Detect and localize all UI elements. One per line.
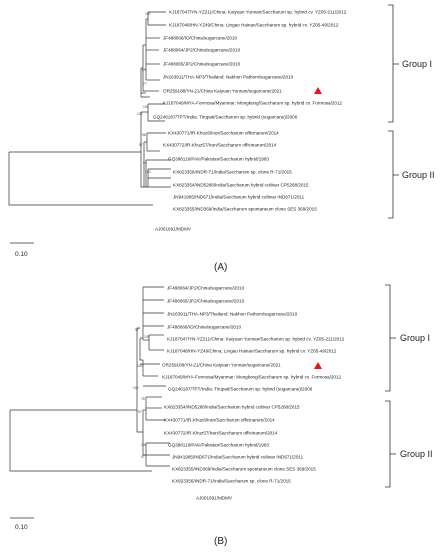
taxon-label: JN941985/IND671/India/Saccharum hybrid c… (173, 195, 305, 200)
taxon-label: KJ187047/YN-YZ211/China: Kaiyuan Yunnan/… (169, 10, 347, 15)
bootstrap-value: 100 (141, 443, 147, 447)
scale-label-b: 0.10 (15, 524, 28, 531)
panel-a: 100 100 98 97 94 100 100 89 77 KJ187047/… (8, 4, 435, 273)
group-ii-label-a: Group II (402, 170, 435, 180)
taxon-label: KX823356/INDR-71/India/Saccharum sp. clo… (173, 170, 292, 175)
bootstrap-value: 97 (141, 455, 145, 459)
bootstrap-value: 97 (138, 410, 142, 414)
tree-branches-a (8, 11, 171, 206)
panel-label-a: (A) (214, 262, 227, 273)
taxon-label: OR259188/YN-21/China Kaiyuan Yunnan/suga… (163, 89, 282, 94)
group-i-label-a: Group I (402, 59, 432, 69)
group-brackets-b (385, 284, 396, 488)
taxon-label: KX823355/IND369/India/Saccharum spontane… (172, 467, 316, 472)
bootstrap-value: 100 (145, 12, 151, 16)
bootstrap-value: 100 (133, 386, 139, 390)
bootstrap-value: 76 (141, 397, 145, 401)
bootstrap-value: 100 (144, 335, 150, 339)
taxon-label: JF488066/IO/China/sugarcane/2010 (167, 325, 242, 330)
taxon-label: KJ187048/HN-YZ49/China: Lingao Hainan/Sa… (169, 23, 339, 28)
bootstrap-value: 77 (143, 82, 147, 86)
bootstrap-value: 100 (137, 112, 143, 116)
taxon-label: GQ388116/PAK/Pakistan/Saccharum hybrid/1… (168, 443, 269, 448)
taxon-label: KX430772/IR-Khuz57/Iran/Saccharum offici… (164, 431, 278, 436)
bootstrap-value: 100 (143, 105, 149, 109)
bootstrap-value: 89 (142, 68, 146, 72)
taxon-label: KX430771/IR-Khuz6/Iran/Saccharum officin… (168, 131, 279, 136)
bootstrap-value: 98 (142, 133, 146, 137)
taxon-label: KJ187047/YN-YZ211/China: Kaiyuan Yunnan/… (167, 337, 345, 342)
query-sequence-marker (314, 87, 322, 94)
taxon-label: KX823355/IND369/India/Saccharum spontane… (173, 207, 317, 212)
taxon-label: JF488064/JP2/China/sugarcane/2010 (163, 48, 241, 53)
taxon-label: JN163911/THA-NP3/Thailand: Nakhon Pathom… (167, 312, 298, 317)
bootstrap-value: 94 (143, 161, 147, 165)
group-ii-label-b: Group II (400, 449, 433, 459)
taxon-label: JF488066/IO/China/sugarcane/2010 (163, 36, 238, 41)
taxon-label: KX823354/IND5268/India/Saccharum hybrid … (164, 405, 300, 410)
query-sequence-marker (314, 362, 322, 369)
taxon-label: GQ246187/TPT/India: Tirupati/Saccharum s… (153, 115, 298, 120)
taxa-b: JF488064/JP2/China/sugarcane/2010 JF4880… (162, 286, 345, 501)
taxon-label: KX430772/IR-Khuz57/Iran/Saccharum offici… (163, 143, 277, 148)
taxon-label: JN941985/IND671/India/Saccharum hybrid c… (172, 455, 304, 460)
taxon-label: KX430771/IR-Khuz6/Iran/Saccharum officin… (164, 418, 275, 423)
group-brackets-a (388, 4, 399, 219)
taxon-label: KX823354/IND5268/India/Saccharum hybrid … (173, 183, 309, 188)
taxon-label: JN163911/THA-NP3/Thailand: Nakhon Pathom… (163, 75, 294, 80)
panel-label-b: (B) (214, 536, 227, 547)
taxa-a: KJ187047/YN-YZ211/China: Kaiyuan Yunnan/… (153, 10, 347, 232)
taxon-label: KJ187049/MYA-Formosa/Myanmar: Mongkong/S… (163, 101, 343, 106)
taxon-label: KJ187048/HN-YZ49/China: Lingao Hainan/Sa… (167, 349, 337, 354)
panel-b: 100 97 76 100 97 97 100 100 JF488064/JP2… (9, 284, 433, 547)
bootstrap-value: 97 (135, 328, 139, 332)
taxon-label: KJ187049/MYA-Formosa/Myanmar: Mongkong/S… (162, 375, 342, 380)
taxon-label: AJ001691/MDMV (196, 496, 233, 501)
taxon-label: GQ388116/PAK/Pakistan/Saccharum hybrid/1… (168, 157, 269, 162)
taxon-label: AJ001691/MDMV (155, 227, 192, 232)
taxon-label: JF488065/JP2/China/sugarcane/2010 (167, 299, 245, 304)
bootstrap-values-b: 100 97 76 100 97 97 100 100 (133, 328, 150, 459)
bootstrap-value: 97 (139, 143, 143, 147)
taxon-label: OR259188/YN-21/China Kaiyuan Yunnan/suga… (162, 363, 281, 368)
bootstrap-value: 100 (145, 170, 151, 174)
taxon-label: GQ246187/TPT/India: Tirupati/Saccharum s… (168, 387, 313, 392)
group-i-label-b: Group I (400, 333, 430, 343)
taxon-label: JF488064/JP2/China/sugarcane/2010 (167, 286, 245, 291)
taxon-label: KX823356/INDR-71/India/Saccharum sp. clo… (172, 479, 291, 484)
scale-label-a: 0.10 (15, 251, 28, 258)
bootstrap-value: 100 (137, 364, 143, 368)
tree-branches-b (9, 286, 170, 472)
taxon-label: JF488065/JP2/China/sugarcane/2010 (163, 62, 241, 67)
bootstrap-values-a: 100 100 98 97 94 100 100 89 77 (137, 12, 151, 174)
